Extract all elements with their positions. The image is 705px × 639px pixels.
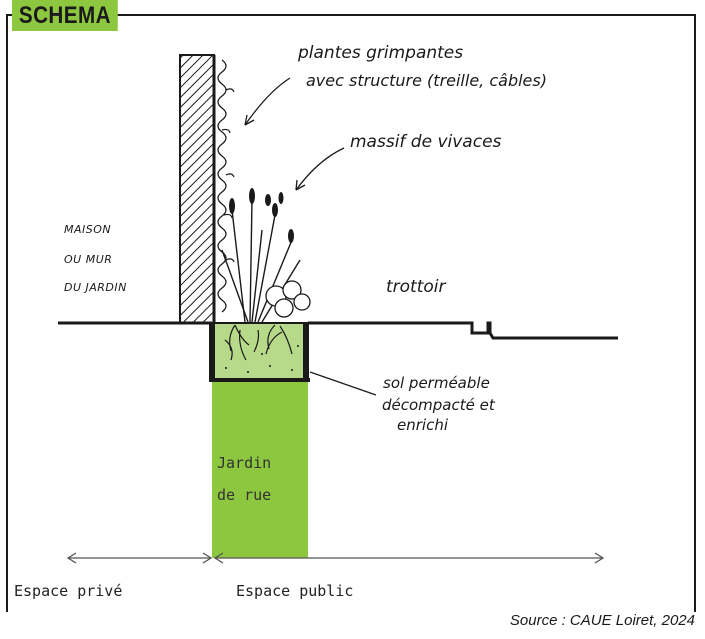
soil-pit — [211, 322, 309, 381]
private-space-arrow — [66, 552, 213, 564]
soil-dots — [225, 345, 299, 373]
public-space-label: Espace public — [236, 582, 353, 600]
climbing-plants-label-1: plantes grimpantes — [297, 43, 463, 63]
climbing-plant — [217, 59, 227, 313]
perennials-label: massif de vivaces — [350, 132, 502, 152]
climbing-plants-label-2: avec structure (treille, câbles) — [306, 71, 547, 90]
garden-column — [212, 378, 308, 558]
house-wall — [179, 54, 215, 324]
soil-label-2: décompacté et — [382, 396, 496, 414]
house-label-3: DU JARDIN — [64, 281, 127, 294]
flower-bush — [265, 280, 311, 318]
private-space-label: Espace privé — [14, 582, 122, 600]
diagram-frame — [6, 14, 696, 612]
public-space-arrow — [213, 552, 605, 564]
soil-label-1: sol perméable — [383, 374, 490, 392]
sidewalk-label: trottoir — [386, 277, 447, 297]
ground-line — [58, 321, 618, 340]
soil-label-3: enrichi — [397, 416, 449, 434]
house-label-2: OU MUR — [64, 253, 112, 266]
climbing-plants-leader — [244, 77, 291, 126]
house-label-1: MAISON — [64, 223, 111, 236]
source-caption: Source : CAUE Loiret, 2024 — [509, 612, 695, 629]
schema-badge: SCHEMA — [12, 0, 118, 31]
perennials-leader — [295, 147, 345, 191]
garden-label-2: de rue — [217, 486, 271, 504]
roots — [224, 324, 293, 361]
garden-label-1: Jardin — [217, 454, 271, 472]
soil-leader — [309, 371, 377, 396]
